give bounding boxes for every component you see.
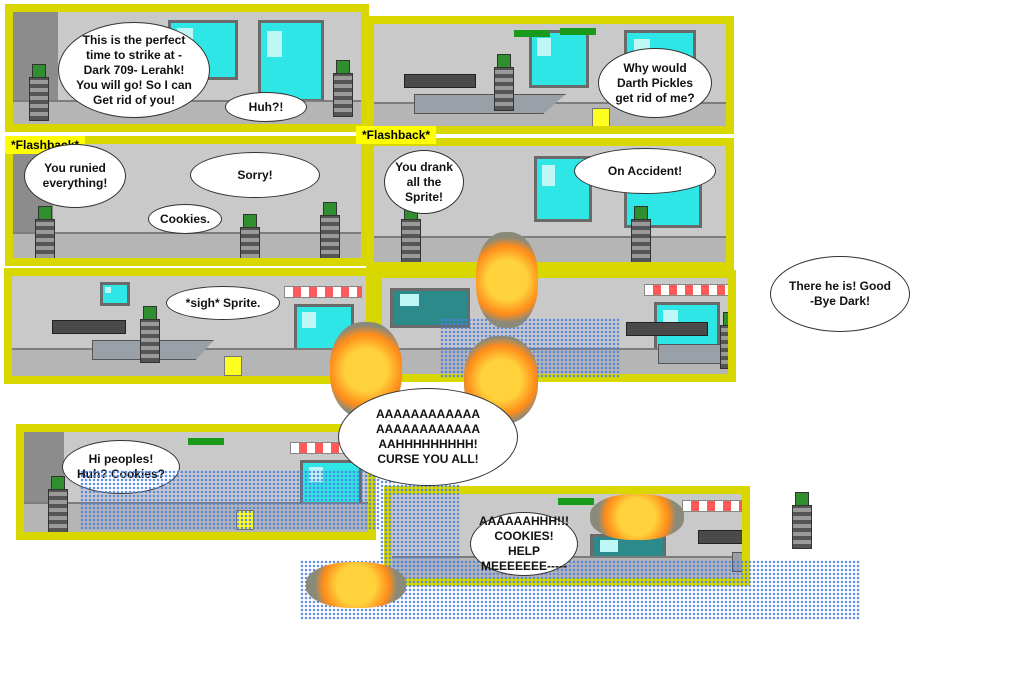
fireball: [590, 494, 684, 540]
cannon: [626, 322, 708, 336]
door-window: [258, 20, 324, 102]
speech-bubble: Huh?!: [225, 92, 307, 122]
villain-figure: [399, 206, 421, 262]
hover-boat: [658, 344, 728, 364]
villain-figure: [27, 64, 49, 121]
hero-figure: [492, 54, 514, 111]
speech-bubble: You drank all the Sprite!: [384, 150, 464, 214]
street-sign: [514, 30, 550, 37]
street-sign: [188, 438, 224, 445]
speech-bubble: *sigh* Sprite.: [166, 286, 280, 320]
hero-figure: [790, 492, 812, 549]
speech-bubble: Why would Darth Pickles get rid of me?: [598, 48, 712, 118]
speech-bubble: On Accident!: [574, 148, 716, 194]
shop-awning: [284, 286, 362, 298]
hero-figure: [718, 312, 728, 369]
cookie-figure: [238, 214, 260, 258]
fireball: [476, 232, 538, 328]
street-sign: [558, 498, 594, 505]
comic-panel-5: [4, 268, 374, 384]
hero-figure: [331, 60, 353, 117]
fireball: [306, 562, 406, 608]
trash-can: [592, 108, 610, 126]
speech-bubble: Cookies.: [148, 204, 222, 234]
hero-figure: [629, 206, 651, 262]
hero-figure: [318, 202, 340, 258]
speech-bubble: This is the perfect time to strike at - …: [58, 22, 210, 118]
flashback-tag: *Flashback*: [356, 126, 437, 144]
hero-figure: [138, 306, 160, 363]
villain-figure: [33, 206, 55, 258]
floor: [13, 232, 361, 258]
floor: [374, 236, 726, 262]
cannon: [698, 530, 742, 544]
window: [100, 282, 130, 306]
shop-awning: [644, 284, 728, 296]
speech-bubble: There he is! Good -Bye Dark!: [770, 256, 910, 332]
street-sign: [560, 28, 596, 35]
water-splash: [380, 480, 460, 570]
hover-boat: [414, 94, 566, 114]
speech-bubble: You runied everything!: [24, 144, 126, 208]
window: [534, 156, 592, 222]
trash-can: [224, 356, 242, 376]
window: [529, 30, 589, 88]
cannon: [404, 74, 476, 88]
water-splash: [80, 470, 380, 530]
shop-awning: [682, 500, 742, 512]
speech-bubble: AAAAAAHHH!!! COOKIES! HELP MEEEEEEE-----: [470, 512, 578, 576]
cookie-figure: [46, 476, 68, 532]
cannon: [52, 320, 126, 334]
speech-bubble: AAAAAAAAAAAA AAAAAAAAAAAA AAHHHHHHHHH! C…: [338, 388, 518, 486]
speech-bubble: Sorry!: [190, 152, 320, 198]
